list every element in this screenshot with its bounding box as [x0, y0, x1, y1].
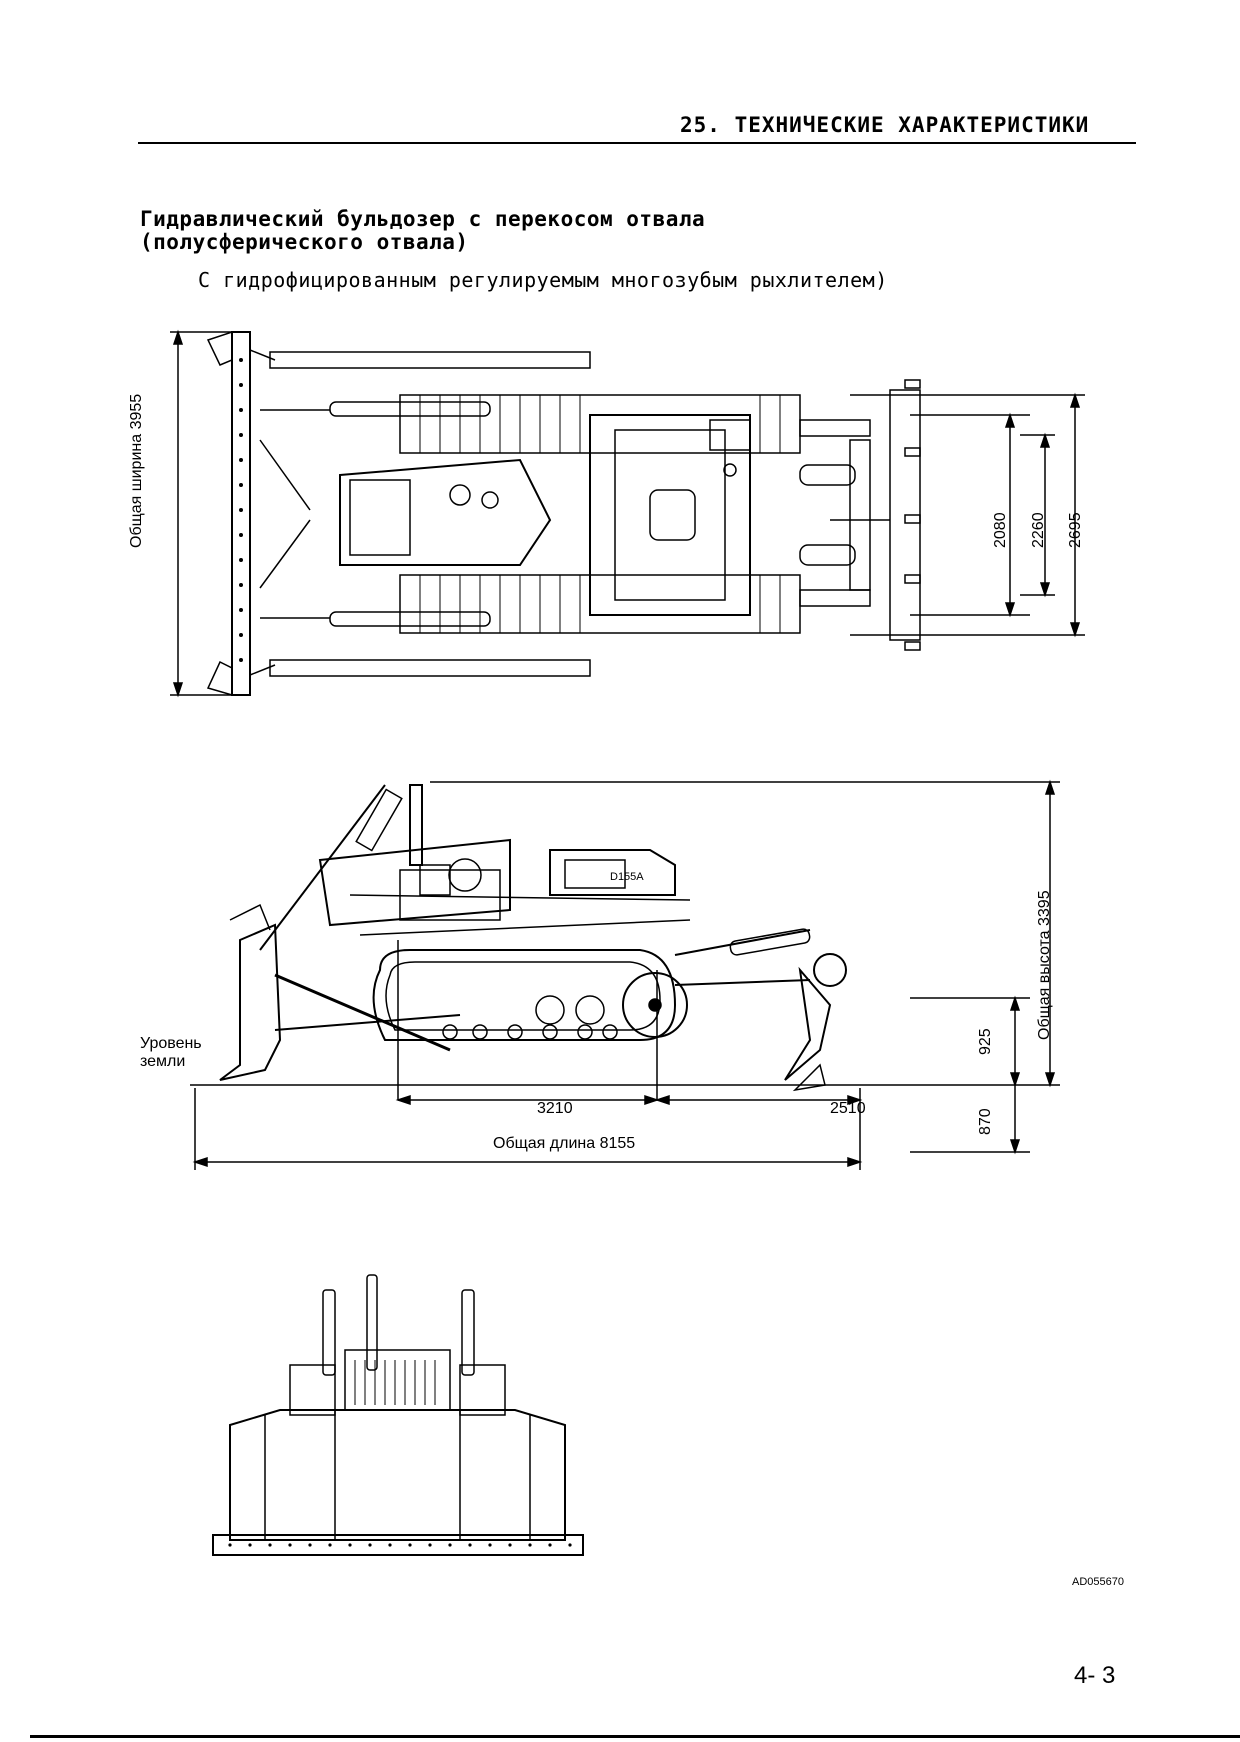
overall-width-value: 3955: [128, 393, 145, 430]
overall-height-caption: Общая высота: [1036, 930, 1053, 1040]
overall-length-label: Общая длина 8155: [493, 1135, 635, 1153]
ripper-depth-dim: 870: [977, 1108, 994, 1135]
document-title-line-2: (полусферического отвала): [140, 230, 469, 254]
ground-level-line-1: Уровень: [140, 1035, 202, 1052]
footer-divider: [30, 1735, 1240, 1738]
overall-length-caption: Общая длина: [493, 1135, 596, 1152]
length-dim-2510: 2510: [830, 1100, 866, 1117]
overall-height-value: 3395: [1036, 890, 1053, 926]
document-title-line-1: Гидравлический бульдозер с перекосом отв…: [140, 207, 706, 231]
drawing-ref-code: AD055670: [1072, 1576, 1124, 1588]
section-title: 25. ТЕХНИЧЕСКИЕ ХАРАКТЕРИСТИКИ: [680, 113, 1090, 137]
top-view-drawing: [170, 329, 1085, 698]
ripper-height-dim: 925: [977, 1028, 994, 1055]
front-view-drawing: [212, 1274, 584, 1556]
overall-length-value: 8155: [599, 1135, 636, 1152]
document-subtitle: С гидрофицированным регулируемым многозу…: [198, 268, 888, 292]
overall-width-label: Общая ширина 3955: [128, 394, 146, 548]
ground-level-label: Уровень земли: [140, 1035, 202, 1071]
ground-level-line-2: земли: [140, 1053, 186, 1070]
side-view-drawing: D155A: [190, 779, 1060, 1170]
overall-width-caption: Общая ширина: [128, 433, 145, 548]
ripper-dim-2695: 2695: [1067, 512, 1084, 548]
ripper-dim-2260: 2260: [1030, 512, 1047, 548]
page-number: 4- 3: [1074, 1662, 1116, 1689]
header-divider: [138, 142, 1136, 144]
ripper-dim-2080: 2080: [992, 512, 1009, 548]
model-plate: D155A: [610, 871, 644, 883]
length-dim-3210: 3210: [537, 1100, 573, 1117]
overall-height-label: Общая высота 3395: [1036, 890, 1054, 1040]
